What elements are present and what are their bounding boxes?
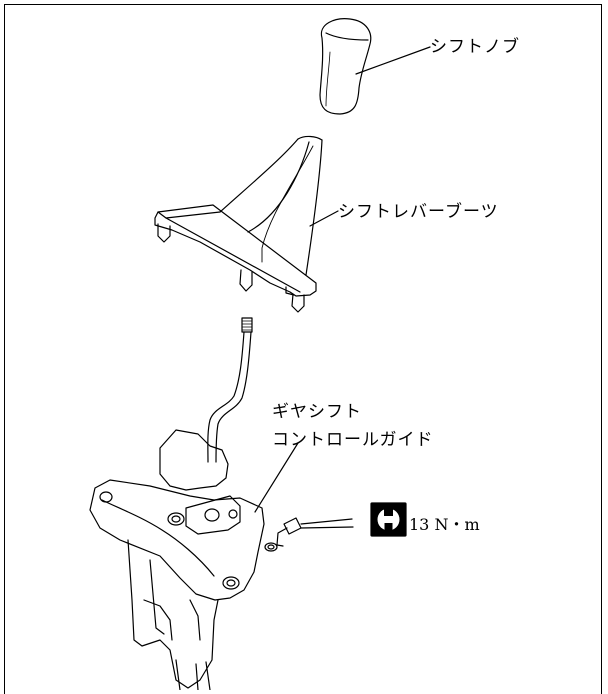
shift-lever-boot-leader xyxy=(309,210,339,227)
shift-knob-label: シフトノブ xyxy=(430,37,520,57)
diagram-frame xyxy=(4,4,602,694)
shift-knob-drawing xyxy=(319,18,372,115)
gear-shift-label-line2: コントロールガイド xyxy=(272,430,434,450)
shift-knob-leader xyxy=(355,46,431,75)
shift-lever-boot-drawing xyxy=(154,135,323,313)
shift-lever-boot-label: シフトレバーブーツ xyxy=(338,202,499,222)
torque-value: 13 N・m xyxy=(409,515,480,534)
gear-shift-control-guide-leader xyxy=(254,442,299,513)
bolt-drawing xyxy=(264,517,354,552)
wrench-icon xyxy=(370,502,407,537)
gear-shift-label-line1: ギヤシフト xyxy=(272,402,362,422)
gear-shift-control-guide-drawing xyxy=(89,317,265,690)
